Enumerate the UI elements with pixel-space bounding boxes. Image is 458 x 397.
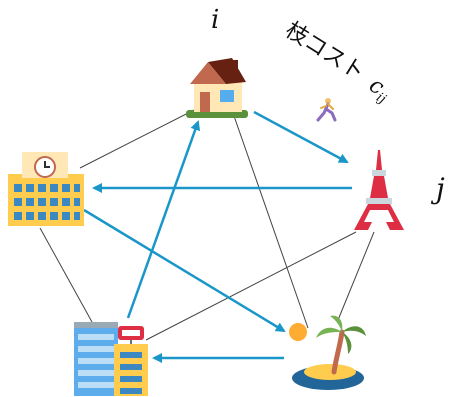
arc-office-to-house	[126, 120, 201, 319]
node-label-i: i	[211, 5, 219, 35]
node-label-j: j	[430, 172, 445, 205]
edge-house-school	[79, 107, 199, 169]
office-buildings-icon	[74, 322, 148, 396]
edge-school-office	[39, 227, 93, 323]
edge-house-island	[233, 115, 309, 329]
house-icon	[186, 58, 248, 118]
directed-arcs	[83, 110, 352, 363]
edge-office-tower	[145, 231, 357, 341]
walking-person-icon	[316, 98, 337, 122]
school-building-icon	[8, 152, 84, 226]
tokyo-tower-icon	[354, 150, 404, 230]
arc-school-to-island	[83, 208, 286, 333]
edge-cost-text: 枝コスト	[281, 18, 369, 86]
desert-island-icon	[289, 315, 366, 390]
arc-house-to-tower	[253, 110, 349, 164]
edge-cost-symbol: cij	[363, 73, 395, 108]
edge-cost-label: 枝コスト cij	[281, 18, 395, 108]
undirected-edges	[39, 107, 375, 341]
edge-tower-island	[337, 231, 375, 321]
